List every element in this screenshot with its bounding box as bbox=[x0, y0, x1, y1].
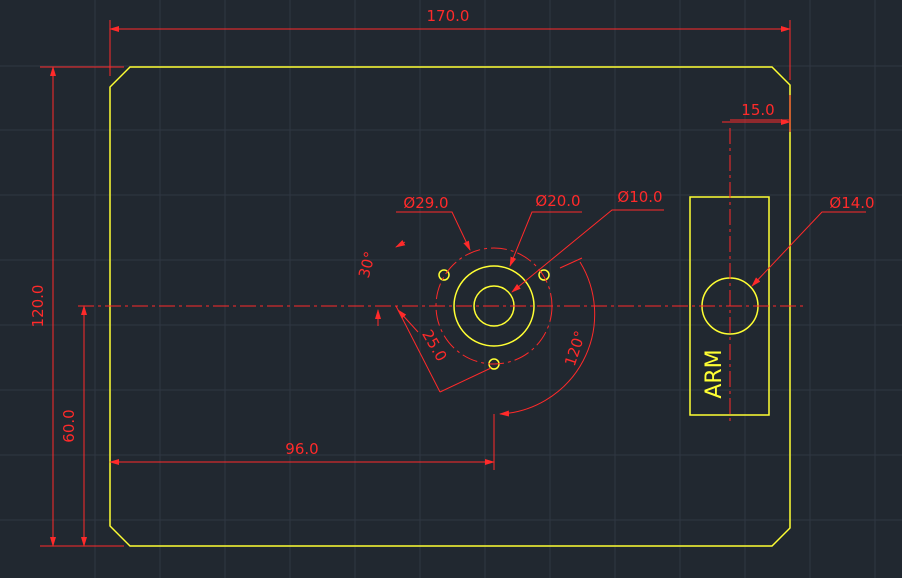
plate-outline[interactable] bbox=[109, 66, 791, 547]
arm-label: ARM bbox=[702, 349, 727, 398]
pitch-circle bbox=[435, 247, 553, 365]
dim-bore-diameter: Ø10.0 bbox=[617, 188, 662, 206]
dim-center-y: 60.0 bbox=[60, 409, 78, 442]
dim-pcd-diameter: Ø29.0 bbox=[403, 194, 448, 212]
dim-angle-large: 120° bbox=[561, 328, 589, 368]
dim-overall-height: 120.0 bbox=[29, 285, 47, 328]
dim-overall-width: 170.0 bbox=[427, 7, 470, 25]
dim-angle-small: 30° bbox=[355, 250, 379, 280]
dimension-lines bbox=[40, 20, 866, 547]
dim-arm-offset: 15.0 bbox=[741, 101, 774, 119]
bolt-hole-1[interactable] bbox=[438, 269, 450, 281]
boss-circle[interactable] bbox=[453, 265, 535, 347]
dim-center-x: 96.0 bbox=[285, 440, 318, 458]
bolt-hole-2[interactable] bbox=[538, 269, 550, 281]
dim-boss-diameter: Ø20.0 bbox=[535, 192, 580, 210]
dim-arm-hole-diameter: Ø14.0 bbox=[829, 194, 874, 212]
center-lines bbox=[78, 128, 805, 422]
